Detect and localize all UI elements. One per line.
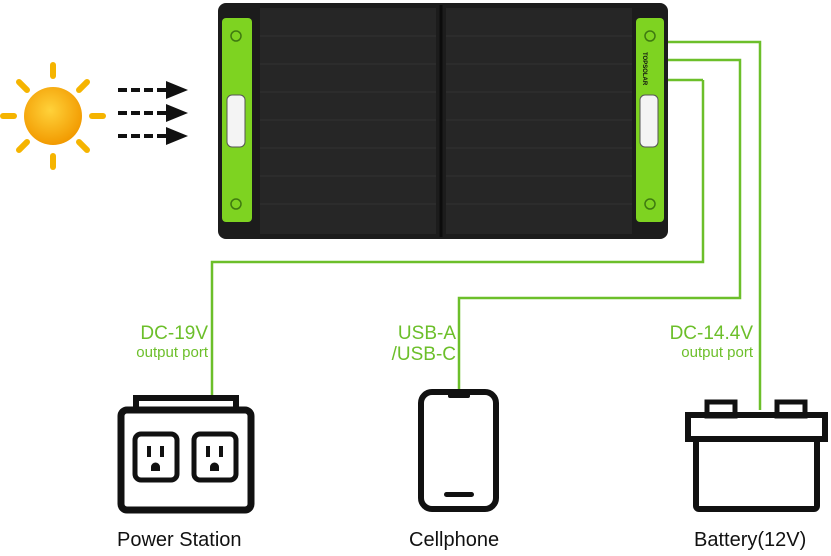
cellphone-label: Cellphone [409,529,500,551]
cellphone-icon [418,389,499,512]
dc144-port-label: DC-14.4V output port [670,324,753,360]
dc19-port-label: DC-19V output port [136,324,208,360]
usb-port-line2: /USB-C [391,344,456,365]
dc144-port-caption: output port [681,344,753,361]
dc19-port-caption: output port [136,344,208,361]
power-station-label: Power Station [117,529,242,551]
usb-port-label: USB-A /USB-C [392,324,456,364]
battery-label: Battery(12V) [694,529,807,551]
panel-right-handle [636,18,664,222]
dc144-port-voltage: DC-14.4V [669,323,753,344]
sunlight-arrows-icon [118,81,188,145]
connection-lines [210,40,762,410]
dc19-cable [210,80,705,398]
panel-left-handle [222,18,252,222]
usb-cable [457,58,742,392]
usb-port-line1: USB-A [397,323,456,344]
solar-panel [218,3,668,239]
dc144-cable [668,40,762,410]
dc19-port-voltage: DC-19V [140,323,208,344]
brand-logo-text: TOPSOLAR [641,52,647,86]
sun-icon [0,62,106,170]
battery-icon [685,399,828,512]
power-station-icon [117,395,255,514]
